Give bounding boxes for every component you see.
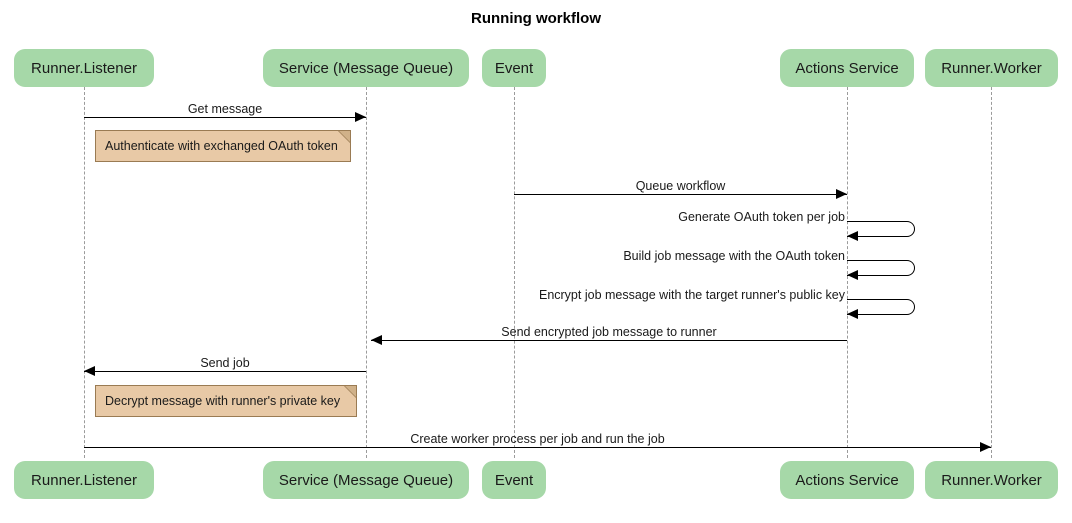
participant-event-bottom[interactable]: Event (482, 461, 546, 499)
message-label-send-job: Send job (200, 356, 250, 370)
message-label-queue-workflow: Queue workflow (635, 179, 726, 193)
arrow-head-send-encrypted-job-message (371, 335, 382, 345)
message-label-get-message: Get message (187, 102, 263, 116)
note-decrypt-private-key: Decrypt message with runner's private ke… (95, 385, 357, 417)
participant-runner-worker-bottom[interactable]: Runner.Worker (925, 461, 1058, 499)
arrow-head-build-job-message (847, 270, 858, 280)
arrow-head-generate-oauth-token (847, 231, 858, 241)
message-line-queue-workflow (514, 194, 847, 195)
message-label-generate-oauth-token: Generate OAuth token per job (678, 210, 845, 224)
note-text: Decrypt message with runner's private ke… (105, 394, 341, 408)
message-line-send-job (84, 371, 366, 372)
lifeline-runner-worker (991, 87, 992, 458)
lifeline-runner-listener (84, 87, 85, 458)
arrow-head-send-job (84, 366, 95, 376)
message-label-send-encrypted-job-message: Send encrypted job message to runner (501, 325, 717, 339)
lifeline-event (514, 87, 515, 458)
participant-runner-listener-bottom[interactable]: Runner.Listener (14, 461, 154, 499)
self-loop-encrypt-job-message (847, 299, 915, 315)
arrow-head-queue-workflow (836, 189, 847, 199)
message-line-create-worker-process (84, 447, 991, 448)
message-line-send-encrypted-job-message (371, 340, 847, 341)
message-label-encrypt-job-message: Encrypt job message with the target runn… (538, 288, 845, 302)
participant-actions-service-top[interactable]: Actions Service (780, 49, 914, 87)
diagram-title: Running workflow (471, 10, 601, 27)
lifeline-service-message-queue (366, 87, 367, 458)
participant-runner-listener-top[interactable]: Runner.Listener (14, 49, 154, 87)
message-label-create-worker-process: Create worker process per job and run th… (410, 432, 665, 446)
arrow-head-get-message (355, 112, 366, 122)
note-text: Authenticate with exchanged OAuth token (105, 139, 338, 153)
message-label-build-job-message: Build job message with the OAuth token (623, 249, 845, 263)
participant-actions-service-bottom[interactable]: Actions Service (780, 461, 914, 499)
note-authenticate-oauth: Authenticate with exchanged OAuth token (95, 130, 351, 162)
message-line-get-message (84, 117, 366, 118)
self-loop-generate-oauth-token (847, 221, 915, 237)
participant-service-message-queue-top[interactable]: Service (Message Queue) (263, 49, 469, 87)
note-fold-fill-icon (345, 386, 356, 397)
arrow-head-encrypt-job-message (847, 309, 858, 319)
participant-service-message-queue-bottom[interactable]: Service (Message Queue) (263, 461, 469, 499)
self-loop-build-job-message (847, 260, 915, 276)
participant-event-top[interactable]: Event (482, 49, 546, 87)
note-fold-fill-icon (339, 131, 350, 142)
participant-runner-worker-top[interactable]: Runner.Worker (925, 49, 1058, 87)
arrow-head-create-worker-process (980, 442, 991, 452)
